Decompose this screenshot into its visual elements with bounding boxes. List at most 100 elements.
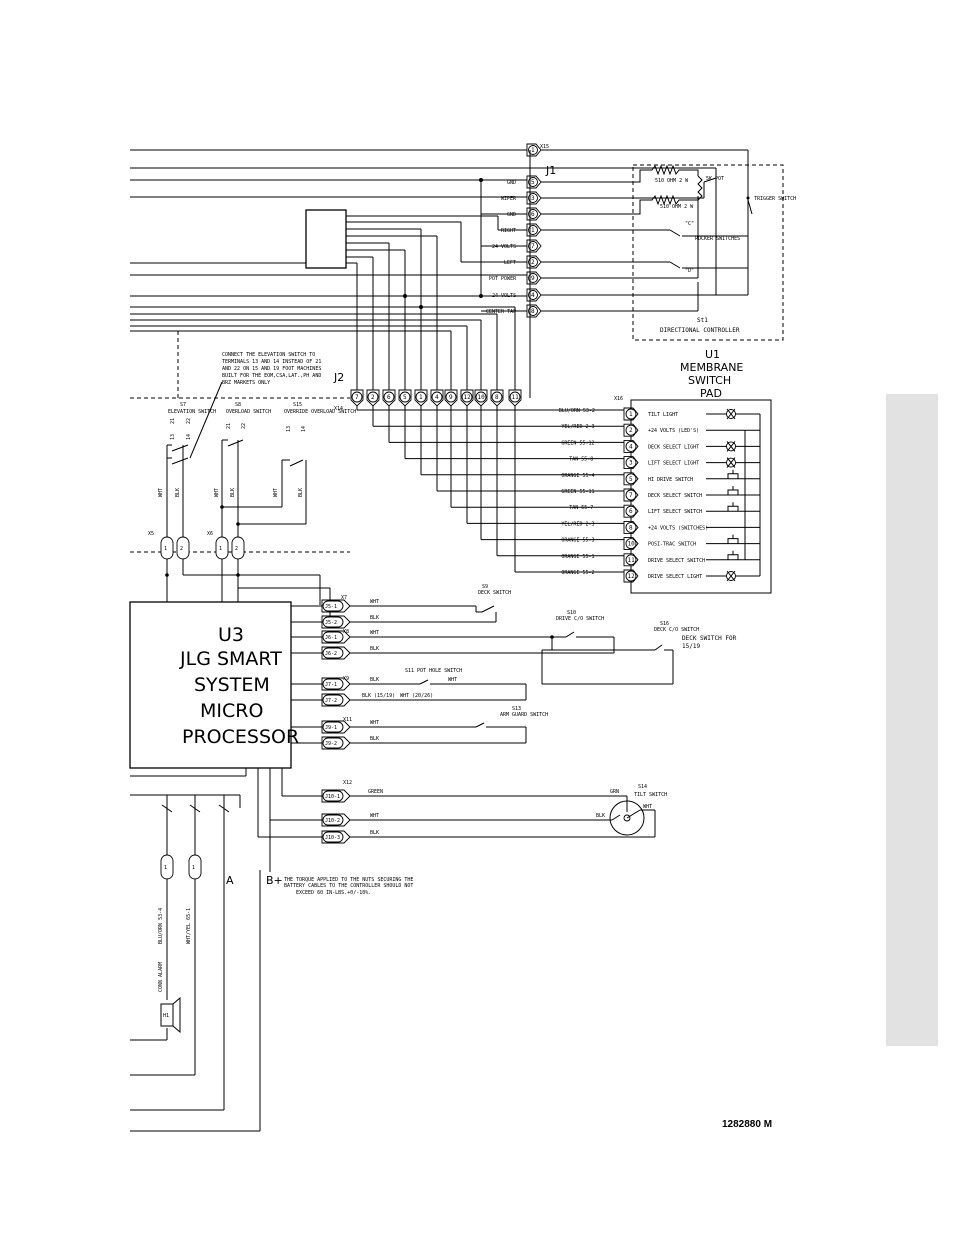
tilt-switch-s14: S14 TILT SWITCH GRN BLK WHT (596, 784, 667, 836)
x15-label: X15 (540, 144, 549, 150)
svg-text:S14: S14 (638, 784, 647, 790)
j2-drops (356, 216, 527, 390)
j2-pin-number: 2 (371, 394, 375, 401)
j1-pin-number: 7 (531, 243, 535, 250)
x16-row: TAN 55-7 6 LIFT SELECT SWITCH (569, 502, 760, 518)
j1-pin-label: 24 VOLTS (492, 244, 516, 250)
j2-pin: 7 (350, 389, 624, 411)
elevation-note-line: TERMINALS 13 AND 14 INSTEAD OF 21 (222, 359, 321, 365)
svg-text:BLK: BLK (370, 830, 379, 836)
x16-pin-number: 11 (628, 557, 636, 564)
u3-connector-label: J6-1 (325, 635, 337, 641)
j1-pin-label: GND (507, 180, 516, 186)
torque-note-1: THE TORQUE APPLIED TO THE NUTS SECURING … (284, 877, 413, 883)
svg-text:21: 21 (226, 423, 232, 429)
x16-pin-number: 7 (629, 492, 633, 499)
x16-pin-number: 2 (629, 427, 633, 434)
document-number: 1282880 M (722, 1119, 773, 1130)
j1-pin-number: 9 (531, 275, 535, 282)
x15-connector: 1 (526, 143, 542, 157)
svg-text:WHT: WHT (643, 804, 652, 810)
horn-label: CONN ALARM (158, 962, 164, 992)
x16-label: X16 (614, 396, 623, 402)
svg-text:BLK: BLK (596, 813, 605, 819)
j2-pin-number: 12 (464, 394, 472, 401)
u3-line4: MICRO (200, 700, 263, 722)
j2-pin: 4 (430, 389, 624, 492)
x16-pin-number: 6 (629, 508, 633, 515)
u3-connector: J5-2 (291, 615, 351, 629)
svg-text:21: 21 (170, 418, 176, 424)
x5-connector-2: 2 (176, 536, 190, 560)
bottom-wire-b: WHT/YEL 65-1 (186, 908, 192, 944)
svg-text:1: 1 (219, 546, 222, 552)
j2-pin-number: 4 (435, 394, 439, 401)
svg-text:13: 13 (170, 434, 176, 440)
membrane-title-2: MEMBRANE (680, 361, 743, 374)
right-wiring (350, 605, 674, 838)
x16-function: LIFT SELECT SWITCH (648, 509, 702, 515)
resistor-2-label: 510 OHM 2 W (660, 204, 694, 210)
membrane-title-3: SWITCH (688, 374, 731, 387)
x16-wire-label: BLU/ORN 53-2 (559, 408, 595, 414)
j2-label: J2 (333, 371, 344, 384)
u3-connector: J6-1 (291, 630, 351, 644)
x7-label: X7 (341, 595, 347, 601)
controller-wiring (541, 164, 753, 312)
svg-text:WHT: WHT (214, 488, 220, 497)
switch-s11: S11 POT HOLE SWITCH (405, 668, 462, 674)
svg-text:1: 1 (164, 865, 167, 871)
svg-text:ELEVATION SWITCH: ELEVATION SWITCH (168, 409, 216, 415)
u3-connector-label: J5-1 (325, 604, 337, 610)
j1-pin-number: 6 (531, 211, 535, 218)
svg-text:TILT SWITCH: TILT SWITCH (634, 792, 667, 798)
membrane-title-1: U1 (705, 348, 720, 361)
x16-pin-number: 10 (628, 541, 636, 548)
svg-text:DRIVE C/O SWITCH: DRIVE C/O SWITCH (556, 616, 604, 622)
svg-text:WHT: WHT (370, 599, 379, 605)
j1-label: J1 (545, 164, 556, 177)
x16-function: POSI-TRAC SWITCH (648, 542, 696, 548)
u3-connector-label: J10-3 (325, 835, 340, 841)
svg-text:BLK: BLK (370, 615, 379, 621)
x16-wire-label: TAN 55-7 (569, 505, 593, 511)
u3-connector-label: J9-1 (325, 725, 337, 731)
j1-pin-number: 3 (531, 195, 535, 202)
elevation-note-line: CONNECT THE ELEVATION SWITCH TO (222, 352, 315, 358)
x16-wire-label: ORANGE 55-1 (561, 554, 594, 560)
j2-pin-number: 6 (387, 394, 391, 401)
j1-pin-label: LEFT (504, 260, 516, 266)
resistor-1-label: 510 OHM 2 W (655, 178, 689, 184)
torque-note-2: BATTERY CABLES TO THE CONTROLLER SHOULD … (284, 883, 413, 889)
x9-label: X9 (343, 676, 349, 682)
x16-function: HI DRIVE SWITCH (648, 477, 693, 483)
switch-s7: S7 ELEVATION SWITCH 21 22 13 14 WHT BLK (158, 402, 216, 540)
elevation-note: CONNECT THE ELEVATION SWITCH TOTERMINALS… (222, 352, 321, 386)
svg-text:ARM GUARD SWITCH: ARM GUARD SWITCH (500, 712, 548, 718)
u3-connector: J9-1 (291, 720, 351, 734)
controller-outline (632, 164, 784, 341)
top-harness (130, 149, 749, 332)
svg-text:S7: S7 (180, 402, 186, 408)
j1-pin-label: RIGHT (501, 228, 516, 234)
u3-connector-label: J10-1 (325, 794, 340, 800)
j2-pin: 1 (414, 389, 624, 476)
x16-wire-label: GREEN 55-12 (561, 440, 594, 446)
j2-pin-number: 11 (512, 394, 520, 401)
svg-text:BLK (15/19): BLK (15/19) (362, 693, 395, 699)
svg-text:WHT: WHT (448, 677, 457, 683)
x16-function: DECK SELECT LIGHT (648, 444, 699, 450)
svg-text:DECK C/O SWITCH: DECK C/O SWITCH (654, 627, 699, 633)
switch-s10: S10 DRIVE C/O SWITCH (556, 610, 604, 622)
switch-s15: S15 OVERRIDE OVERLOAD SWITCH 13 14 WHT B… (222, 402, 356, 525)
controller-title-2: DIRECTIONAL CONTROLLER (660, 327, 740, 334)
switch-s16: S16 DECK C/O SWITCH DECK SWITCH FOR 15/1… (654, 621, 737, 650)
